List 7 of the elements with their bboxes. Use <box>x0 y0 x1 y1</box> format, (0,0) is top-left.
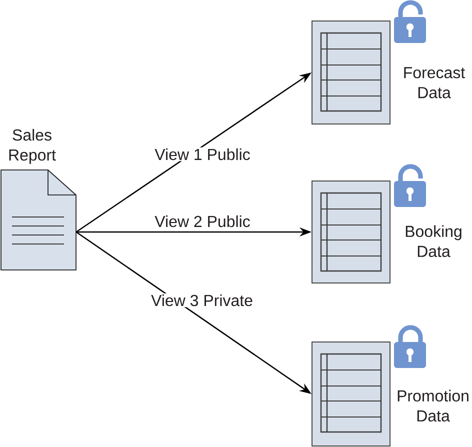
node-label: Sales Report <box>9 128 56 164</box>
node-label: Booking Data <box>406 225 462 258</box>
node-label: Promotion Data <box>398 390 468 422</box>
edge-label: View 2 Public <box>154 214 252 228</box>
node-label: Forecast Data <box>404 67 465 98</box>
edge-label: View 1 Public <box>154 147 252 162</box>
edge-label: View 3 Private <box>150 293 254 308</box>
